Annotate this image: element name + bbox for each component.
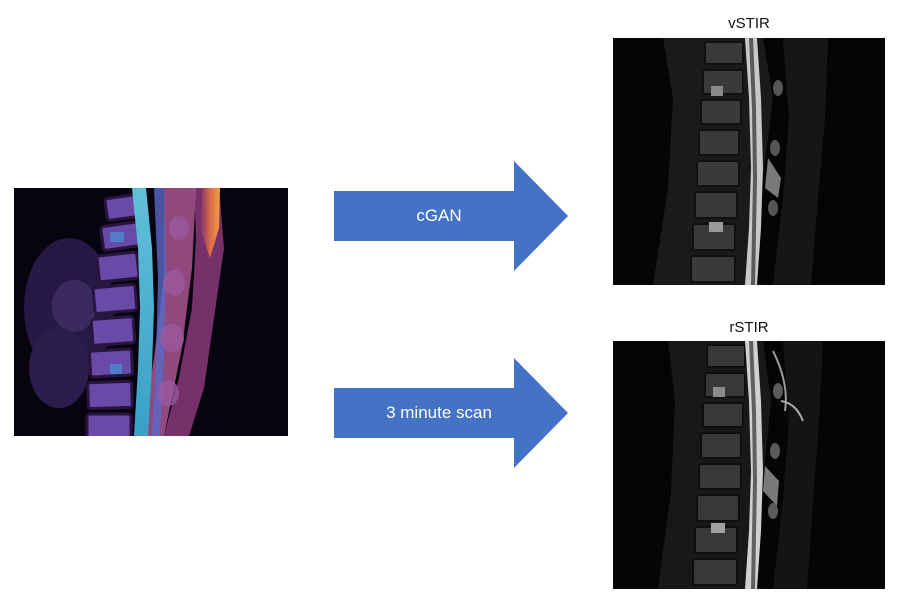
rstir-title: rSTIR bbox=[729, 319, 769, 336]
vstir-image bbox=[613, 38, 885, 285]
scan-arrow: 3 minute scan bbox=[334, 358, 568, 468]
rstir-image bbox=[613, 341, 885, 589]
scan-arrow-label: 3 minute scan bbox=[386, 403, 492, 422]
right-arrow-icon bbox=[334, 358, 568, 468]
cgan-arrow-label: cGAN bbox=[416, 206, 462, 225]
right-arrow-icon bbox=[334, 161, 568, 271]
vstir-mri-graphic bbox=[613, 38, 885, 285]
rstir-mri-graphic bbox=[613, 341, 885, 589]
vstir-title: vSTIR bbox=[728, 15, 770, 32]
cgan-arrow: cGAN bbox=[334, 161, 568, 271]
input-mri-image bbox=[14, 188, 288, 436]
input-mri-graphic bbox=[14, 188, 288, 436]
